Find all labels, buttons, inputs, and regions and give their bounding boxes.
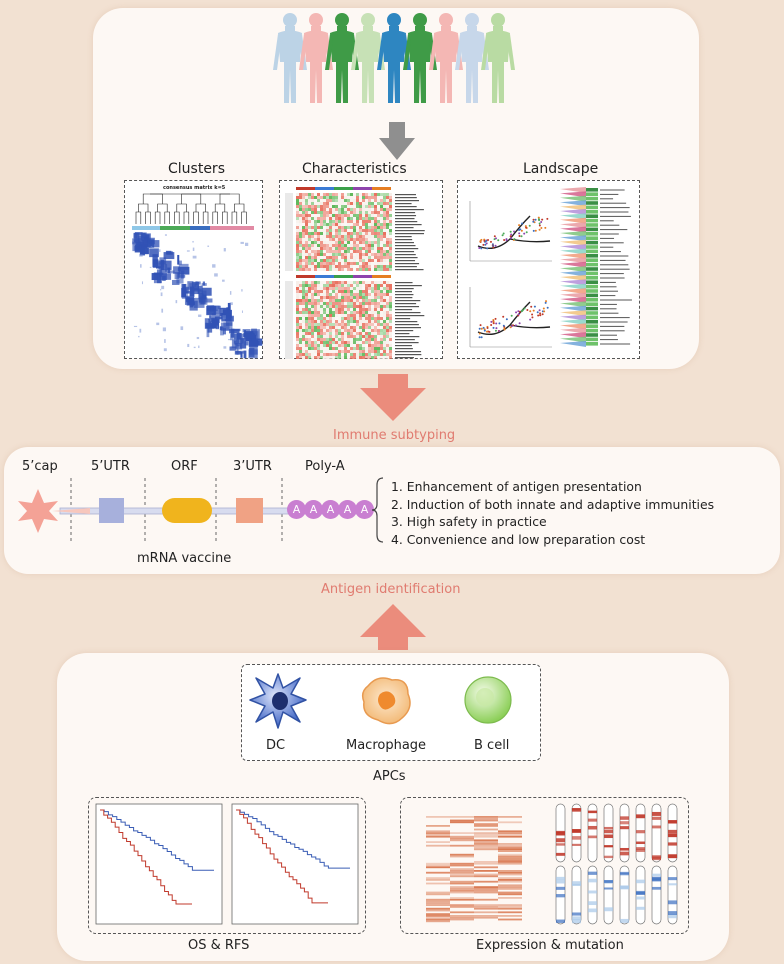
km-frame (95, 803, 223, 925)
person-silhouette (481, 13, 515, 103)
expression-panel (400, 797, 689, 934)
benefits-brace (371, 477, 384, 543)
macrophage-label: Macrophage (346, 738, 427, 753)
benefit-item: 3. High safety in practice (391, 514, 547, 529)
poly-a-bead: A (355, 500, 374, 519)
cap-label: 5’cap (22, 459, 58, 474)
trajectory-plot (469, 201, 552, 262)
utr3-label: 3’UTR (233, 459, 272, 474)
row-label-ticks (395, 194, 425, 271)
down-arrow-1 (360, 374, 426, 421)
km-frame (231, 803, 359, 925)
benefits-list: 1. Enhancement of antigen presentation 2… (391, 478, 714, 548)
utr5-block (99, 498, 124, 523)
utr5-label: 5’UTR (91, 459, 130, 474)
macrophage-cell-icon (361, 677, 411, 725)
matrix-cells (132, 232, 263, 359)
subtype-bar (315, 275, 334, 278)
cluster-color-bar (210, 226, 234, 230)
subtype-bar (315, 187, 334, 190)
heatmap-cells (296, 193, 392, 271)
cluster-color-bar (234, 226, 254, 230)
benefit-item: 4. Convenience and low preparation cost (391, 531, 646, 547)
person-silhouette (325, 13, 359, 103)
cap-tail (52, 508, 90, 514)
person-silhouette (403, 13, 437, 103)
subtype-bar (296, 275, 315, 278)
benefit-item: 1. Enhancement of antigen presentation (391, 479, 642, 494)
chromosome-ideograms (555, 803, 678, 925)
expression-heatmap (426, 816, 522, 923)
survival-panel (88, 797, 366, 934)
landscape-title: Landscape (523, 161, 599, 177)
b-cell-icon (464, 676, 512, 724)
clusters-title: Clusters (168, 161, 225, 177)
dendrogram (135, 193, 247, 224)
subtype-bar (372, 187, 391, 190)
trajectory-plot (469, 287, 552, 348)
poly-a-bead: A (338, 500, 357, 519)
subtype-bar (372, 275, 391, 278)
row-label-ticks (395, 282, 425, 359)
cluster-color-bar (160, 226, 190, 230)
survival-curve-high (236, 809, 350, 869)
km-plot (231, 803, 359, 925)
cell-type-fan (560, 187, 632, 347)
subtype-bar (353, 275, 372, 278)
side-annotation (285, 193, 293, 271)
polya-label: Poly-A (305, 459, 345, 474)
cluster-color-bar (190, 226, 210, 230)
landscape-trajectory-plots (469, 187, 632, 348)
orf-label: ORF (171, 459, 198, 474)
side-annotation (285, 281, 293, 359)
survival-curves (95, 803, 359, 925)
subtype-bar (334, 275, 353, 278)
consensus-matrix-title: consensus matrix k=5 (163, 185, 226, 191)
characteristics-heatmap (285, 187, 425, 359)
survival-curve-high (100, 809, 214, 871)
apcs-label: APCs (373, 769, 406, 784)
benefit-item: 2. Induction of both innate and adaptive… (391, 496, 715, 512)
up-arrow-2 (360, 604, 426, 650)
person-silhouette (429, 13, 463, 103)
b-cell-label: B cell (474, 738, 510, 753)
expression-mutation-graphics (426, 803, 678, 925)
poly-a-bead: A (304, 500, 323, 519)
person-silhouette (273, 13, 307, 103)
survival-curve-low (236, 809, 328, 904)
heatmap-cells (296, 281, 392, 359)
antigen-identification-label: Antigen identification (321, 582, 461, 597)
characteristics-title: Characteristics (302, 161, 407, 177)
patient-cohort-illustration (273, 13, 515, 103)
consensus-matrix-heatmap (132, 193, 263, 359)
dc-label: DC (266, 738, 286, 753)
km-plot (95, 803, 223, 925)
orf-block (162, 498, 212, 523)
poly-a-bead: A (321, 500, 340, 519)
subtype-bar (353, 187, 372, 190)
mrna-construct-diagram (18, 478, 371, 542)
immune-subtyping-label: Immune subtyping (333, 428, 456, 443)
poly-a-bead: A (287, 500, 306, 519)
survival-label: OS & RFS (188, 938, 250, 953)
expression-label: Expression & mutation (476, 938, 624, 953)
down-arrow-gray (379, 122, 415, 160)
subtype-bar (334, 187, 353, 190)
cluster-color-bar (132, 226, 160, 230)
vaccine-label: mRNA vaccine (137, 551, 232, 566)
cap-star (18, 489, 58, 533)
subtype-bar (296, 187, 315, 190)
dc-cell-icon (249, 673, 307, 729)
utr3-block (236, 498, 263, 523)
survival-curve-low (100, 809, 192, 905)
